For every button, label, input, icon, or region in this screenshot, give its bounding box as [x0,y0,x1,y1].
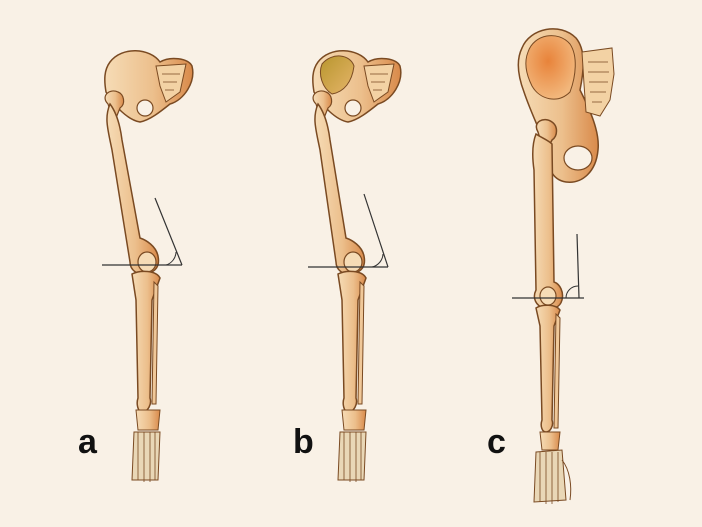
fibula-c [554,314,560,428]
obturator-foramen-b [345,100,361,116]
patella-b [344,252,362,272]
leg-skeleton-a [102,51,193,482]
patella-c [540,287,556,305]
obturator-foramen-a [137,100,153,116]
fibula-a [152,282,158,404]
foot-b [338,410,366,482]
femur-b [315,104,365,274]
leg-skeleton-b [308,51,401,482]
panel-label-c: c [487,425,506,459]
leg-skeleton-c [512,29,614,504]
fibula-b [358,282,364,404]
patella-a [138,252,156,272]
panel-label-b: b [293,425,314,459]
femur-a [107,104,159,274]
foot-a [132,410,160,482]
obturator-foramen-c [564,146,592,170]
foot-c [534,432,571,504]
panel-label-a: a [78,425,97,459]
